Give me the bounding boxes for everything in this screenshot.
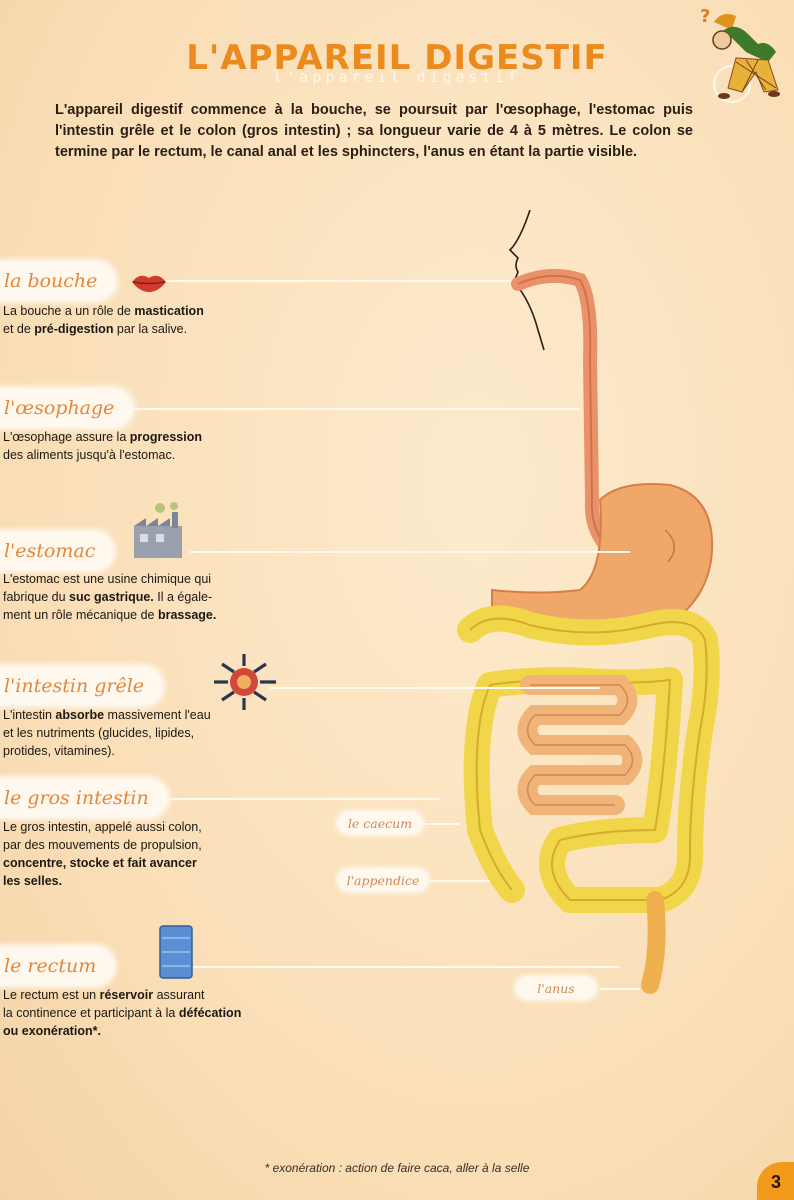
desc-line: L'intestin absorbe massivement l'eau xyxy=(3,708,211,722)
label-estomac: l'estomac xyxy=(0,532,114,570)
desc-line: protides, vitamines). xyxy=(3,744,115,758)
digestive-system-illustration xyxy=(457,210,720,994)
desc-line: La bouche a un rôle de mastication xyxy=(3,304,204,318)
connector-line xyxy=(600,988,640,990)
label-oesophage: l'œsophage xyxy=(0,389,133,427)
desc-line: concentre, stocke et fait avancer xyxy=(3,856,197,870)
detective-mascot-icon: ? xyxy=(700,6,780,103)
factory-icon xyxy=(134,502,182,558)
desc-line: par des mouvements de propulsion, xyxy=(3,838,202,852)
connector-line xyxy=(420,823,460,825)
desc-line: et les nutriments (glucides, lipides, xyxy=(3,726,195,740)
label-rectum: le rectum xyxy=(0,947,115,985)
desc-line: fabrique du suc gastrique. Il a égale- xyxy=(3,590,213,604)
desc-line: ou exonération*. xyxy=(3,1024,101,1038)
connector-line xyxy=(150,280,510,282)
connector-line xyxy=(190,551,630,553)
desc-line: Le gros intestin, appelé aussi colon, xyxy=(3,820,202,834)
desc-line: la continence et participant à la déféca… xyxy=(3,1006,242,1020)
desc-line: les selles. xyxy=(3,874,63,888)
desc-oesophage: L'œsophage assure la progression des ali… xyxy=(3,428,202,464)
connector-line xyxy=(160,798,440,800)
label-gros-intestin: le gros intestin xyxy=(0,779,167,817)
connector-line xyxy=(110,408,580,410)
desc-rectum: Le rectum est un réservoir assurant la c… xyxy=(3,986,241,1040)
desc-line: L'estomac est une usine chimique qui xyxy=(3,572,212,586)
connector-line xyxy=(420,880,490,882)
connector-line xyxy=(190,966,620,968)
svg-text:?: ? xyxy=(700,6,710,27)
desc-line: des aliments jusqu'à l'estomac. xyxy=(3,448,176,462)
label-appendice: l'appendice xyxy=(338,869,428,891)
label-anus: l'anus xyxy=(516,977,596,999)
connector-line xyxy=(270,687,600,689)
label-caecum: le caecum xyxy=(338,812,422,834)
desc-estomac: L'estomac est une usine chimique qui fab… xyxy=(3,570,216,624)
label-bouche: la bouche xyxy=(0,262,116,300)
desc-line: et de pré-digestion par la salive. xyxy=(3,322,188,336)
page-subtitle: l'appareil digestif xyxy=(273,68,521,86)
label-intestin-grele: l'intestin grêle xyxy=(0,667,163,705)
desc-gros-intestin: Le gros intestin, appelé aussi colon, pa… xyxy=(3,818,202,890)
reservoir-icon xyxy=(159,925,193,979)
desc-line: Le rectum est un réservoir assurant xyxy=(3,988,205,1002)
intro-paragraph: L'appareil digestif commence à la bouche… xyxy=(55,102,693,160)
desc-bouche: La bouche a un rôle de mastication et de… xyxy=(3,302,204,338)
page-title: L'APPAREIL DIGESTIF xyxy=(186,38,608,78)
footnote: * exonération : action de faire caca, al… xyxy=(264,1161,530,1175)
desc-intestin-grele: L'intestin absorbe massivement l'eau et … xyxy=(3,706,211,760)
lips-icon xyxy=(132,275,166,292)
desc-line: ment un rôle mécanique de brassage. xyxy=(3,608,217,622)
absorption-icon xyxy=(214,654,276,710)
desc-line: L'œsophage assure la progression xyxy=(3,430,203,444)
